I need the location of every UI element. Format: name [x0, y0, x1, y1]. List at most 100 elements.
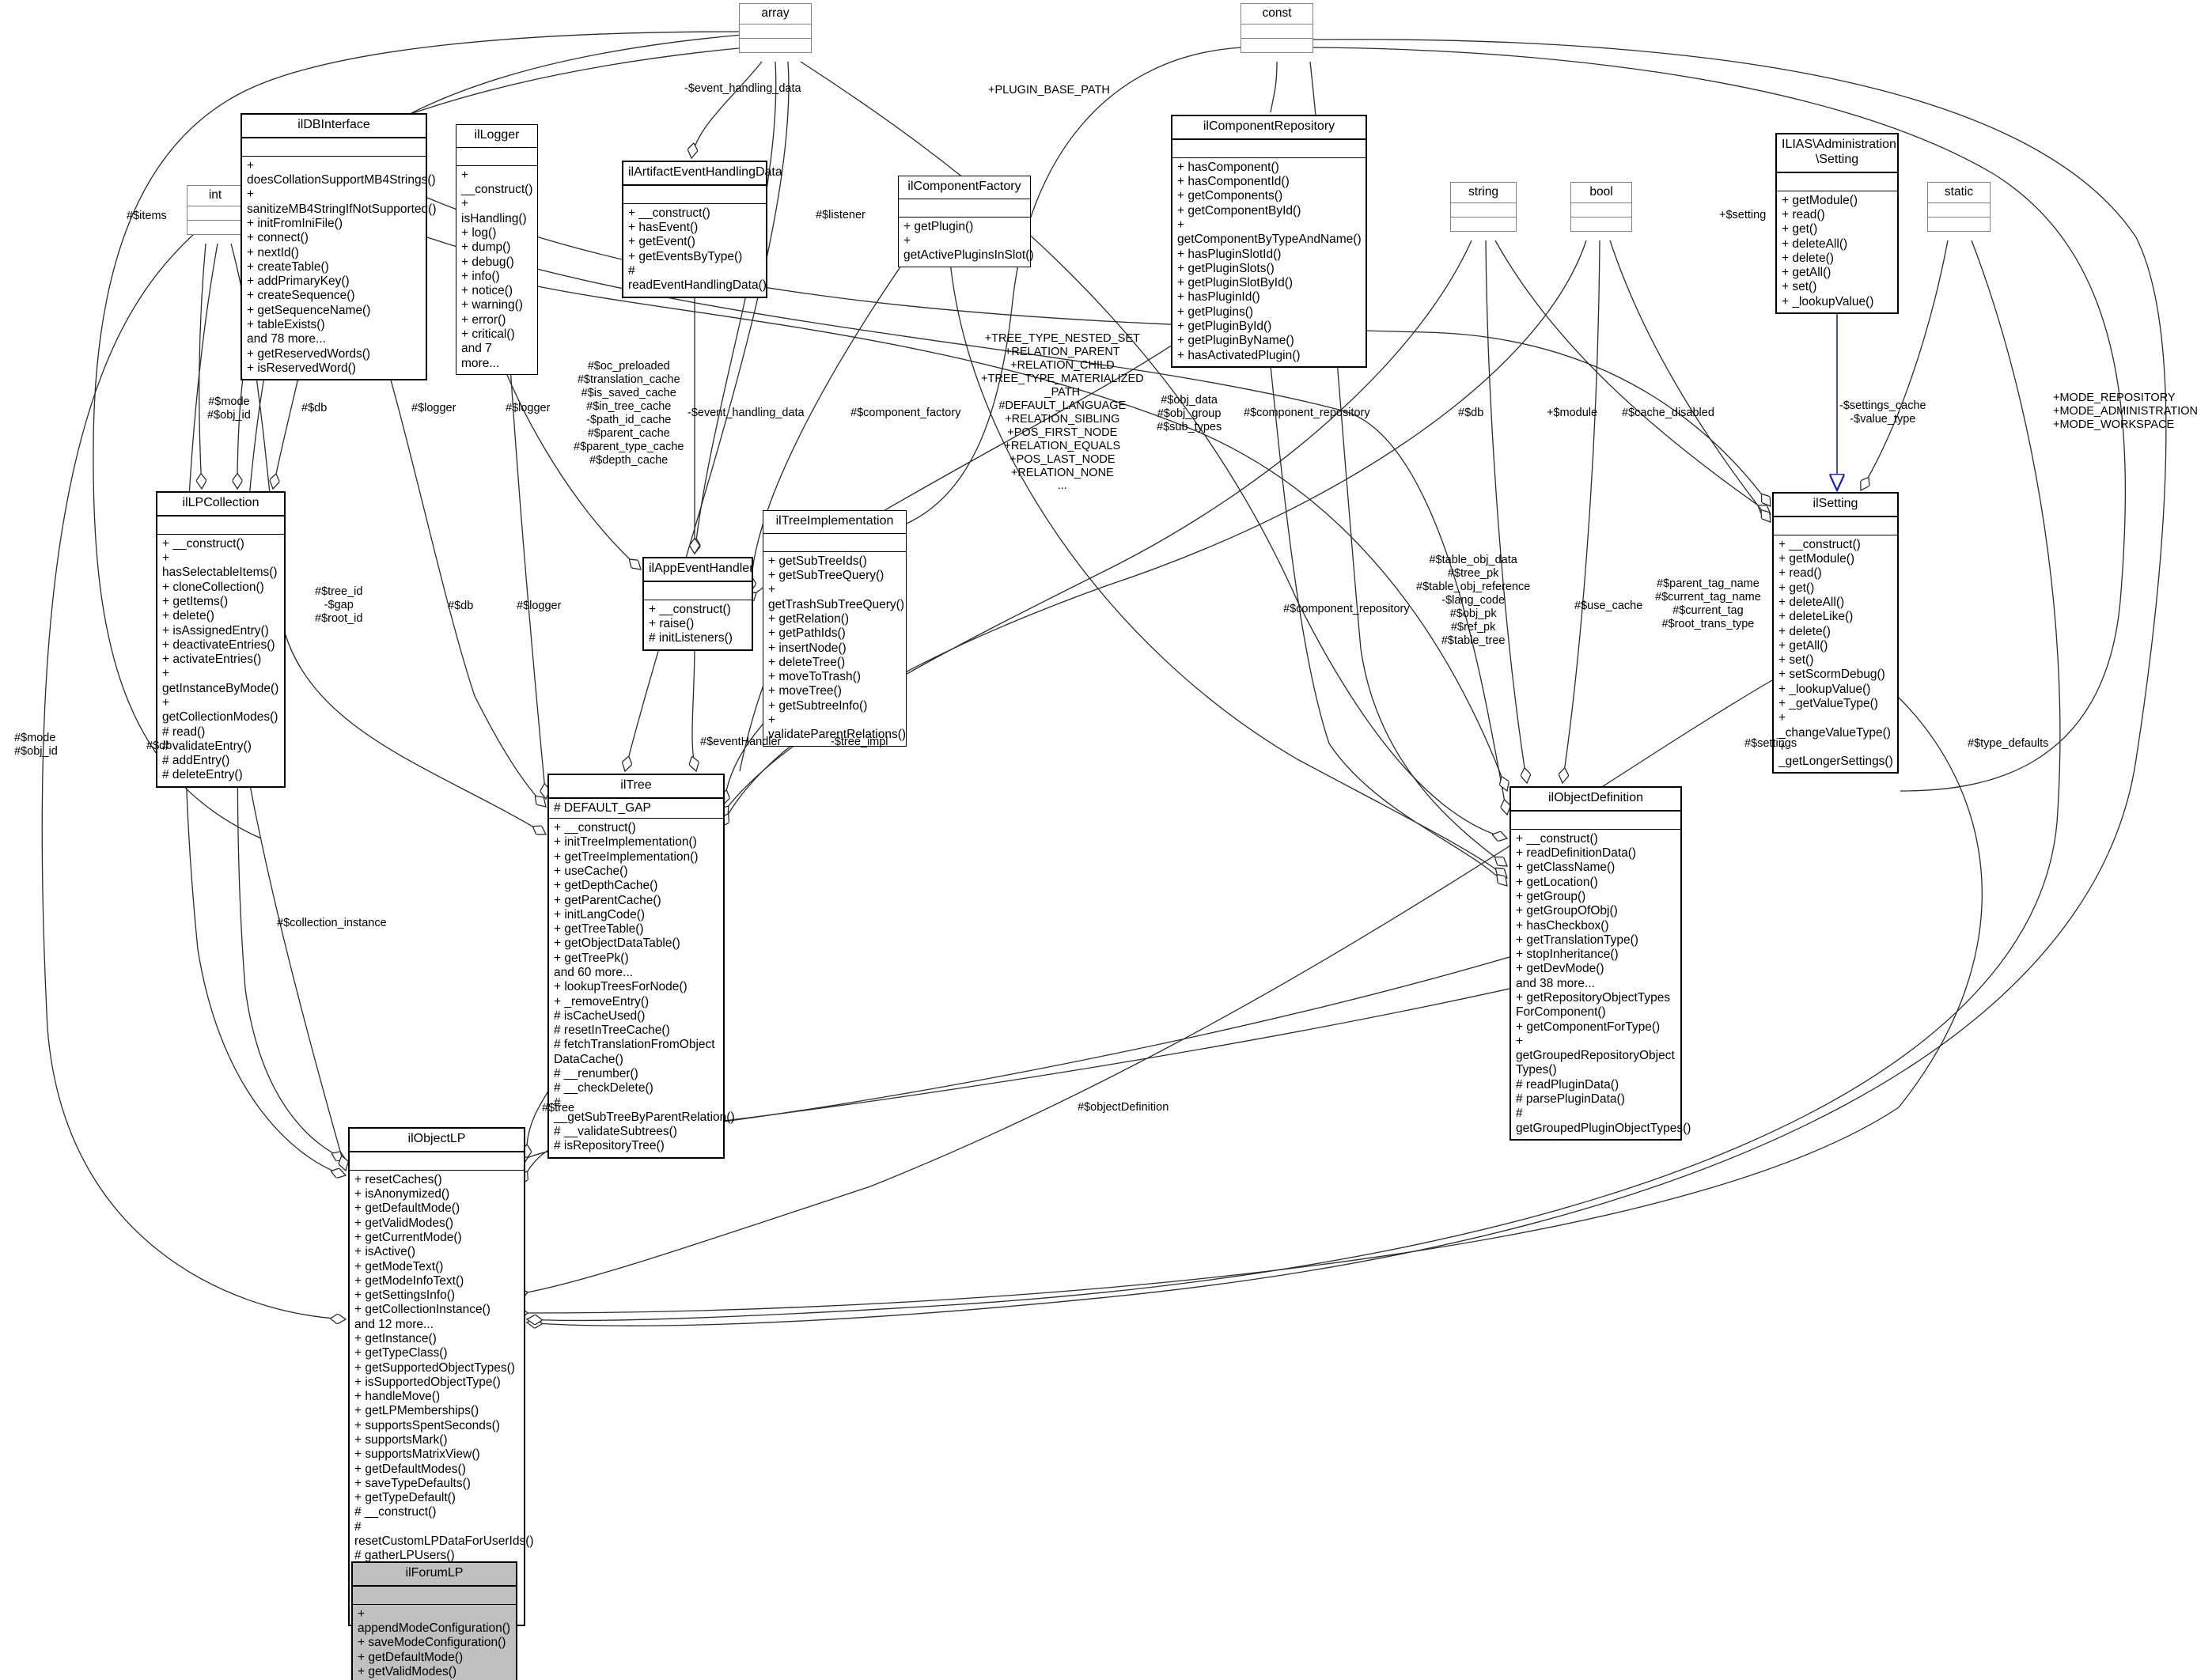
edge-label-event-handler: #$eventHandler	[700, 736, 782, 748]
typebox-int[interactable]: int	[187, 185, 244, 235]
class-ilSetting[interactable]: ilSetting + __construct() + getModule() …	[1772, 492, 1899, 774]
class-ilTreeImplementation-attributes	[763, 534, 906, 552]
edge-label-db-2: #$db	[1458, 407, 1484, 419]
edge-label-obj-data: #$obj_data #$obj_group #$sub_types	[1157, 394, 1222, 433]
edge-label-tree-impl: -$tree_impl	[831, 736, 888, 748]
edge-label-component-repository-2: #$component_repository	[1283, 603, 1410, 615]
typebox-int-row1	[188, 206, 243, 221]
class-ilObjectLP-title: ilObjectLP	[350, 1129, 524, 1152]
edge-label-mode-obj-id-top: #$mode #$obj_id	[207, 395, 251, 422]
typebox-string-row1	[1451, 203, 1516, 218]
typebox-static-row1	[1928, 203, 1990, 218]
typebox-const-row2	[1241, 39, 1313, 52]
class-ilComponentRepository-operations: + hasComponent() + hasComponentId() + ge…	[1177, 160, 1362, 362]
edge-label-cache-disabled: #$cache_disabled	[1622, 407, 1714, 419]
edge-label-items: #$items	[127, 210, 167, 222]
class-ilComponentRepository[interactable]: ilComponentRepository + hasComponent() +…	[1171, 115, 1367, 368]
class-ilObjectDefinition[interactable]: ilObjectDefinition + __construct() + rea…	[1509, 786, 1691, 1141]
typebox-string-row2	[1451, 218, 1516, 231]
class-ilAppEventHandler[interactable]: ilAppEventHandler + __construct() + rais…	[642, 557, 754, 651]
class-ILIAS-Administration-Setting-title: ILIAS\Administration \Setting	[1777, 134, 1897, 173]
edge-label-db-3: #$db	[448, 600, 474, 612]
class-ilComponentFactory-title: ilComponentFactory	[899, 176, 1030, 199]
class-ilTree-operations: + __construct() + initTreeImplementation…	[554, 821, 735, 1153]
typebox-array[interactable]: array	[739, 3, 812, 53]
typebox-const-label: const	[1241, 4, 1313, 25]
class-ilTreeImplementation[interactable]: ilTreeImplementation + getSubTreeIds() +…	[763, 510, 907, 747]
edge-label-db-top: #$db	[301, 402, 328, 414]
class-ilForumLP-title: ilForumLP	[353, 1563, 516, 1587]
typebox-string-label: string	[1451, 183, 1516, 203]
edge-label-tree-consts: +TREE_TYPE_NESTED_SET +RELATION_PARENT +…	[981, 332, 1144, 493]
class-ilArtifactEventHandlingData[interactable]: ilArtifactEventHandlingData + __construc…	[622, 161, 782, 298]
edge-label-component-repository-1: #$component_repository	[1244, 407, 1370, 419]
edge-label-settings: #$settings	[1744, 737, 1797, 750]
class-ilObjectLP[interactable]: ilObjectLP + resetCaches() + isAnonymize…	[348, 1127, 534, 1626]
class-ilDBInterface-attributes	[242, 138, 426, 157]
class-ilAppEventHandler-operations: + __construct() + raise() # initListener…	[649, 602, 733, 645]
class-ilTree[interactable]: ilTree # DEFAULT_GAP + __construct() + i…	[547, 774, 735, 1159]
typebox-bool-label: bool	[1571, 183, 1631, 203]
class-ilForumLP[interactable]: ilForumLP + appendModeConfiguration() + …	[351, 1561, 517, 1680]
typebox-array-row2	[740, 39, 811, 52]
typebox-int-row2	[188, 221, 243, 234]
class-ILIAS-Administration-Setting[interactable]: ILIAS\Administration \Setting + getModul…	[1775, 133, 1899, 314]
typebox-bool[interactable]: bool	[1570, 182, 1632, 232]
edge-label-listener: #$listener	[816, 209, 866, 221]
class-ilTree-title: ilTree	[549, 775, 723, 799]
class-ilForumLP-attributes	[353, 1587, 516, 1605]
edge-label-logger-1: #$logger	[411, 402, 456, 414]
class-ilComponentRepository-title: ilComponentRepository	[1172, 116, 1366, 140]
class-ilDBInterface-title: ilDBInterface	[242, 115, 426, 138]
class-ilLogger-title: ilLogger	[456, 125, 537, 148]
class-ilLPCollection-title: ilLPCollection	[157, 493, 284, 516]
edge-label-parent-tag-name: #$parent_tag_name #$current_tag_name #$c…	[1655, 577, 1761, 630]
class-ilTreeImplementation-operations: + getSubTreeIds() + getSubTreeQuery() + …	[768, 554, 907, 742]
class-ilComponentFactory-attributes	[899, 199, 1030, 218]
class-ilObjectDefinition-title: ilObjectDefinition	[1511, 788, 1680, 812]
class-ilDBInterface[interactable]: ilDBInterface + doesCollationSupportMB4S…	[241, 113, 437, 381]
class-ilLogger[interactable]: ilLogger + __construct() + isHandling() …	[456, 124, 538, 375]
class-ilArtifactEventHandlingData-operations: + __construct() + hasEvent() + getEvent(…	[628, 206, 767, 293]
class-ilLPCollection-operations: + __construct() + hasSelectableItems() +…	[162, 536, 279, 782]
edge-label-component-factory: #$component_factory	[850, 407, 961, 419]
typebox-const[interactable]: const	[1241, 3, 1313, 53]
typebox-const-row1	[1241, 25, 1313, 39]
edge-label-mode-obj-id-left: #$mode #$obj_id	[14, 732, 58, 758]
edge-label-logger-3: #$logger	[517, 600, 562, 612]
edge-label-tree-id-gap-root: #$tree_id -$gap #$root_id	[315, 585, 363, 625]
class-ILIAS-Administration-Setting-operations: + getModule() + read() + get() + deleteA…	[1782, 193, 1874, 308]
typebox-bool-row1	[1571, 203, 1631, 218]
edge-label-object-definition: #$objectDefinition	[1078, 1101, 1169, 1114]
typebox-int-label: int	[188, 186, 243, 206]
edge-label-module: +$module	[1547, 407, 1598, 419]
class-ilArtifactEventHandlingData-attributes	[623, 186, 766, 204]
edge-label-tree: #$tree	[542, 1102, 575, 1114]
class-ILIAS-Administration-Setting-attributes	[1777, 173, 1897, 191]
typebox-static-label: static	[1928, 183, 1990, 203]
typebox-array-row1	[740, 25, 811, 39]
edge-label-event-handling-data-2: -$event_handling_data	[688, 407, 805, 419]
typebox-string[interactable]: string	[1450, 182, 1517, 232]
edge-label-use-cache: #$use_cache	[1574, 600, 1643, 612]
edge-label-table-obj-data: #$table_obj_data #$tree_pk #$table_obj_r…	[1416, 554, 1531, 647]
class-ilTree-attributes: # DEFAULT_GAP	[549, 799, 723, 819]
edge-label-mode-repository: +MODE_REPOSITORY +MODE_ADMINISTRATION +M…	[2053, 392, 2197, 431]
class-ilSetting-title: ilSetting	[1774, 494, 1897, 517]
edge-label-plugin-base-path: +PLUGIN_BASE_PATH	[988, 84, 1110, 96]
typebox-static[interactable]: static	[1927, 182, 1991, 232]
class-ilForumLP-operations: + appendModeConfiguration() + saveModeCo…	[358, 1606, 511, 1680]
class-ilLogger-attributes	[456, 148, 537, 166]
class-ilObjectLP-attributes	[350, 1152, 524, 1171]
edge-label-logger-2: #$logger	[506, 402, 551, 414]
class-ilDBInterface-operations: + doesCollationSupportMB4Strings() + san…	[247, 158, 437, 375]
class-ilComponentFactory[interactable]: ilComponentFactory + getPlugin() + getAc…	[898, 176, 1034, 267]
typebox-array-label: array	[740, 4, 811, 25]
class-ilLPCollection-attributes	[157, 516, 284, 535]
edge-label-tree-caches: #$oc_preloaded #$translation_cache #$is_…	[574, 360, 684, 467]
class-ilLogger-operations: + __construct() + isHandling() + log() +…	[461, 168, 533, 370]
edge-label-collection-instance: #$collection_instance	[277, 917, 387, 929]
class-ilLPCollection[interactable]: ilLPCollection + __construct() + hasSele…	[156, 491, 286, 788]
class-ilAppEventHandler-attributes	[644, 582, 752, 600]
class-ilObjectDefinition-operations: + __construct() + readDefinitionData() +…	[1516, 831, 1691, 1135]
